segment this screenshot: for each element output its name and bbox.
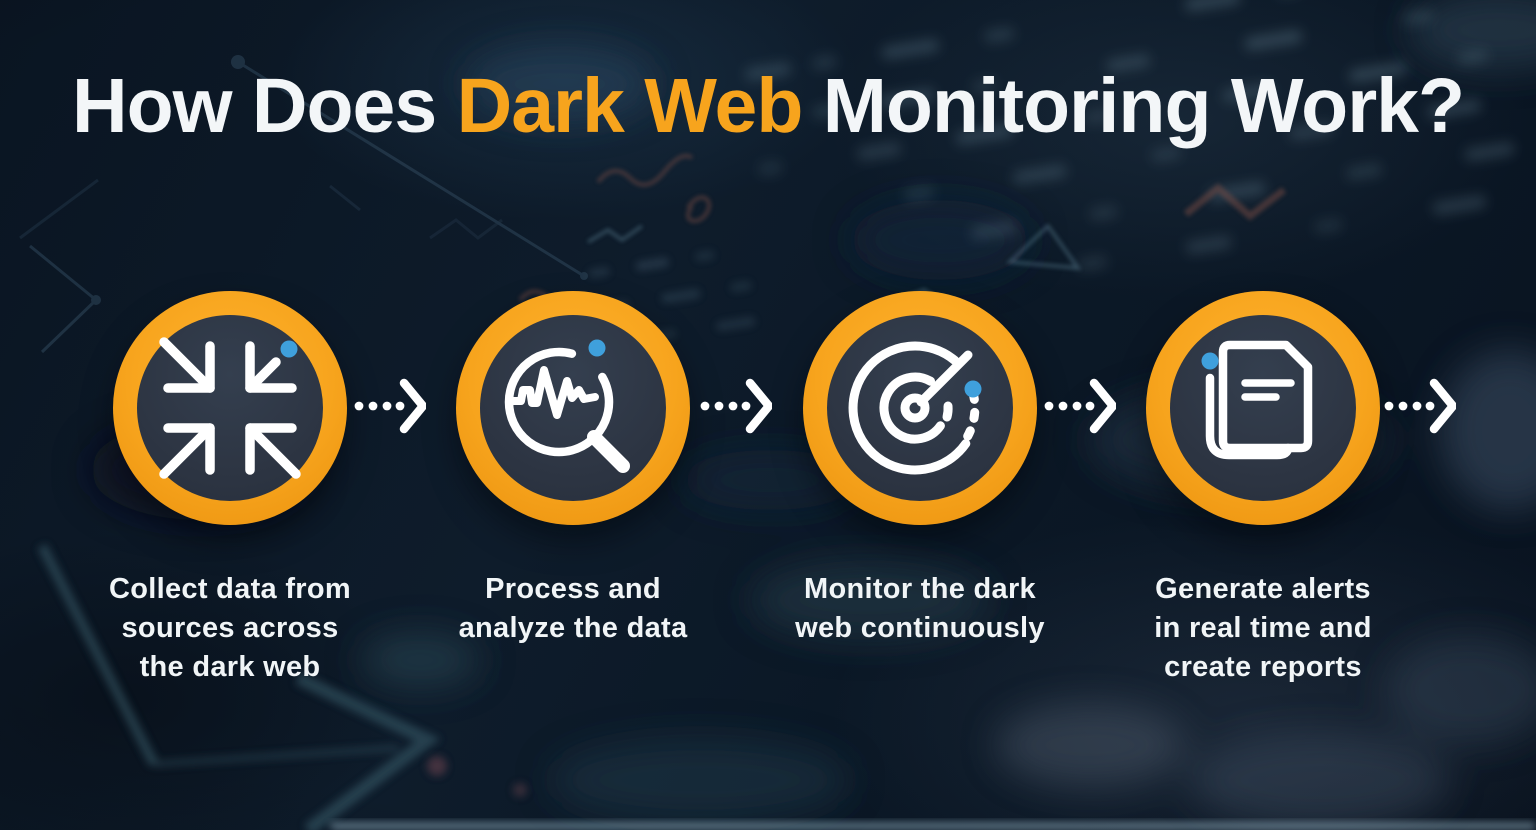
notification-dot [964, 380, 982, 398]
caption-line: in real time and [1154, 612, 1372, 644]
icon-circle [480, 315, 666, 501]
magnifier-pulse-icon [504, 339, 630, 473]
caption-line: sources across [121, 612, 339, 644]
dotted-arrow-icon [1044, 378, 1116, 434]
caption-line: Process and [485, 573, 661, 605]
icon-circle [827, 315, 1013, 501]
radar-icon [848, 341, 982, 475]
caption-line: analyze the data [458, 612, 688, 644]
icon-circle [1170, 315, 1356, 501]
step-collect: Collect data from sources across the dar… [65, 291, 395, 687]
title-prefix: How Does [71, 63, 457, 149]
circuit-lines [19, 55, 588, 354]
step-process-caption: Process and analyze the data [408, 570, 738, 648]
step-monitor-caption: Monitor the dark web continuously [755, 570, 1085, 648]
dotted-arrow-icon [1384, 378, 1456, 434]
documents-report-icon [1201, 340, 1313, 460]
page-title: How Does Dark Web Monitoring Work? [0, 62, 1536, 151]
step-generate-badge [1146, 291, 1380, 525]
caption-line: Collect data from [109, 573, 351, 605]
blurred-dash-rows [745, 0, 1515, 272]
caption-line: create reports [1164, 651, 1362, 683]
dotted-arrow-icon [700, 378, 772, 434]
title-suffix: Monitoring Work? [802, 63, 1465, 149]
step-generate-caption: Generate alerts in real time and create … [1098, 570, 1428, 687]
title-highlight: Dark Web [456, 63, 804, 149]
notification-dot [280, 340, 298, 358]
bottom-light-strip [330, 822, 1536, 830]
caption-line: Generate alerts [1155, 573, 1371, 605]
step-process: Process and analyze the data [408, 291, 738, 648]
screen-corner-lines [37, 543, 441, 830]
step-monitor-badge [803, 291, 1037, 525]
step-process-badge [456, 291, 690, 525]
step-generate: Generate alerts in real time and create … [1098, 291, 1428, 687]
caption-line: the dark web [139, 651, 321, 683]
step-monitor: Monitor the dark web continuously [755, 291, 1085, 648]
notification-dot [1201, 352, 1219, 370]
notification-dot [588, 339, 606, 357]
step-collect-caption: Collect data from sources across the dar… [65, 570, 395, 687]
caption-line: web continuously [795, 612, 1045, 644]
rust-dots [427, 756, 527, 797]
icon-circle [137, 315, 323, 501]
converge-arrows-icon [159, 337, 301, 479]
step-collect-badge [113, 291, 347, 525]
caption-line: Monitor the dark [804, 573, 1036, 605]
dotted-arrow-icon [354, 378, 426, 434]
